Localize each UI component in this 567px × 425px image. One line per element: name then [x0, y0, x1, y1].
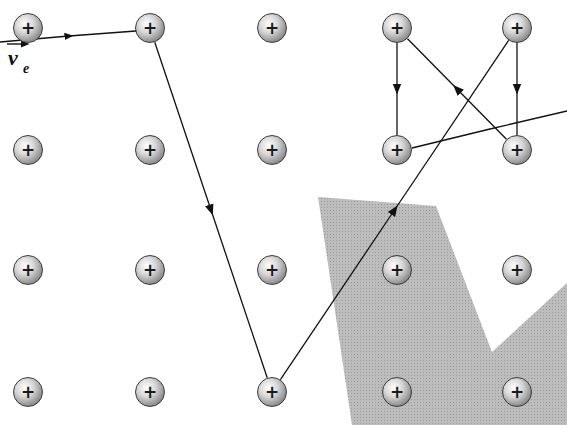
- positive-ion: +: [382, 377, 412, 407]
- ion-charge: +: [265, 262, 279, 279]
- ion-charge: +: [21, 20, 35, 37]
- ion-charge: +: [510, 20, 524, 37]
- ion-charge: +: [510, 142, 524, 159]
- ion-charge: +: [390, 20, 404, 37]
- positive-ion: +: [135, 135, 165, 165]
- ion-charge: +: [265, 384, 279, 401]
- positive-ion: +: [13, 377, 43, 407]
- positive-ion: +: [135, 13, 165, 43]
- positive-ion: +: [13, 135, 43, 165]
- electron-path: [155, 42, 267, 378]
- positive-ion: +: [382, 13, 412, 43]
- ion-charge: +: [265, 142, 279, 159]
- positive-ion: +: [13, 255, 43, 285]
- ion-charge: +: [390, 384, 404, 401]
- positive-ion: +: [257, 377, 287, 407]
- electron-exit-path: [412, 111, 567, 148]
- velocity-subscript: e: [23, 62, 29, 76]
- ion-charge: +: [21, 262, 35, 279]
- vector-arrow: [7, 43, 25, 44]
- positive-ion: +: [502, 135, 532, 165]
- electron-path: [408, 39, 507, 140]
- ion-charge: +: [143, 262, 157, 279]
- positive-ion: +: [13, 13, 43, 43]
- ion-charge: +: [21, 384, 35, 401]
- velocity-symbol: v: [8, 47, 18, 69]
- ion-charge: +: [510, 384, 524, 401]
- ion-charge: +: [143, 20, 157, 37]
- positive-ion: +: [502, 255, 532, 285]
- electron-path: [280, 40, 508, 379]
- ion-charge: +: [390, 142, 404, 159]
- shaded-region: [318, 197, 567, 425]
- ion-charge: +: [510, 262, 524, 279]
- ion-charge: +: [265, 20, 279, 37]
- positive-ion: +: [257, 135, 287, 165]
- ion-charge: +: [143, 384, 157, 401]
- positive-ion: +: [502, 377, 532, 407]
- ion-charge: +: [21, 142, 35, 159]
- ion-charge: +: [390, 262, 404, 279]
- positive-ion: +: [257, 13, 287, 43]
- positive-ion: +: [135, 255, 165, 285]
- electron-path: [396, 43, 397, 135]
- ion-charge: +: [143, 142, 157, 159]
- positive-ion: +: [382, 135, 412, 165]
- positive-ion: +: [257, 255, 287, 285]
- positive-ion: +: [502, 13, 532, 43]
- electron-path: [516, 43, 517, 135]
- positive-ion: +: [135, 377, 165, 407]
- positive-ion: +: [382, 255, 412, 285]
